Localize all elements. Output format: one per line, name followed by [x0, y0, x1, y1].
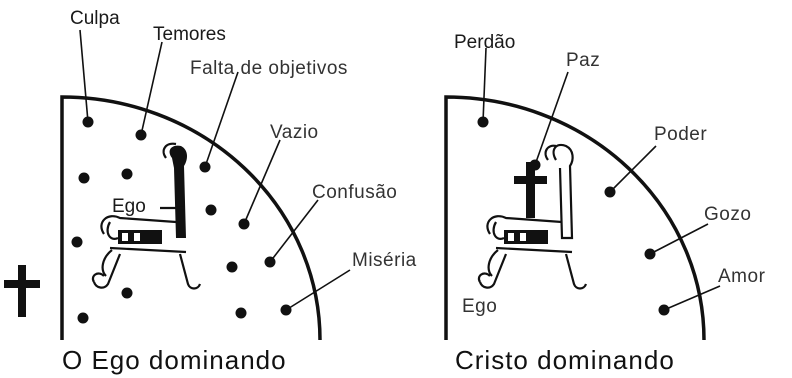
leader-culpa [79, 29, 89, 123]
left-diagram: Ego Culpa Temores Falta de objetivos Vaz… [4, 8, 417, 375]
leader-confusao [269, 199, 319, 263]
left-dot [205, 204, 217, 216]
label-confusao: Confusão [312, 182, 397, 203]
leader-amor [663, 285, 721, 311]
left-dot [121, 287, 133, 299]
left-throne-ego-label: Ego [112, 196, 146, 217]
right-throne [477, 143, 588, 290]
left-caption: O Ego dominando [62, 345, 287, 375]
right-caption: Cristo dominando [455, 345, 675, 375]
label-gozo: Gozo [704, 204, 751, 225]
left-dot [235, 307, 247, 319]
right-circle-frame [444, 95, 706, 341]
right-ego-label: Ego [462, 296, 497, 317]
label-perdao: Perdão [454, 32, 515, 53]
outside-cross-icon [4, 265, 40, 317]
label-temores: Temores [153, 24, 226, 45]
left-circle-frame [60, 95, 322, 341]
leader-vazio [243, 139, 281, 225]
leader-gozo [649, 223, 709, 255]
label-falta-de-objetivos: Falta de objetivos [190, 58, 348, 79]
leader-poder [609, 145, 657, 193]
left-throne [91, 142, 202, 290]
label-poder: Poder [654, 124, 707, 145]
leader-temores [140, 41, 163, 136]
leader-paz [534, 71, 569, 166]
right-diagram: Perdão Paz Poder Gozo Amor Ego Cristo do… [444, 32, 766, 375]
leader-miseria [285, 269, 351, 311]
label-vazio: Vazio [270, 122, 319, 143]
label-culpa: Culpa [70, 8, 120, 29]
throne-cross-icon [514, 162, 547, 218]
leader-falta [204, 71, 239, 168]
label-miseria: Miséria [352, 250, 417, 271]
left-dot [226, 261, 238, 273]
left-dot [78, 172, 90, 184]
label-paz: Paz [566, 50, 600, 71]
left-dot [77, 312, 89, 324]
label-amor: Amor [718, 266, 766, 287]
left-dot [71, 236, 83, 248]
left-dot [121, 168, 133, 180]
leader-perdao [482, 47, 487, 123]
